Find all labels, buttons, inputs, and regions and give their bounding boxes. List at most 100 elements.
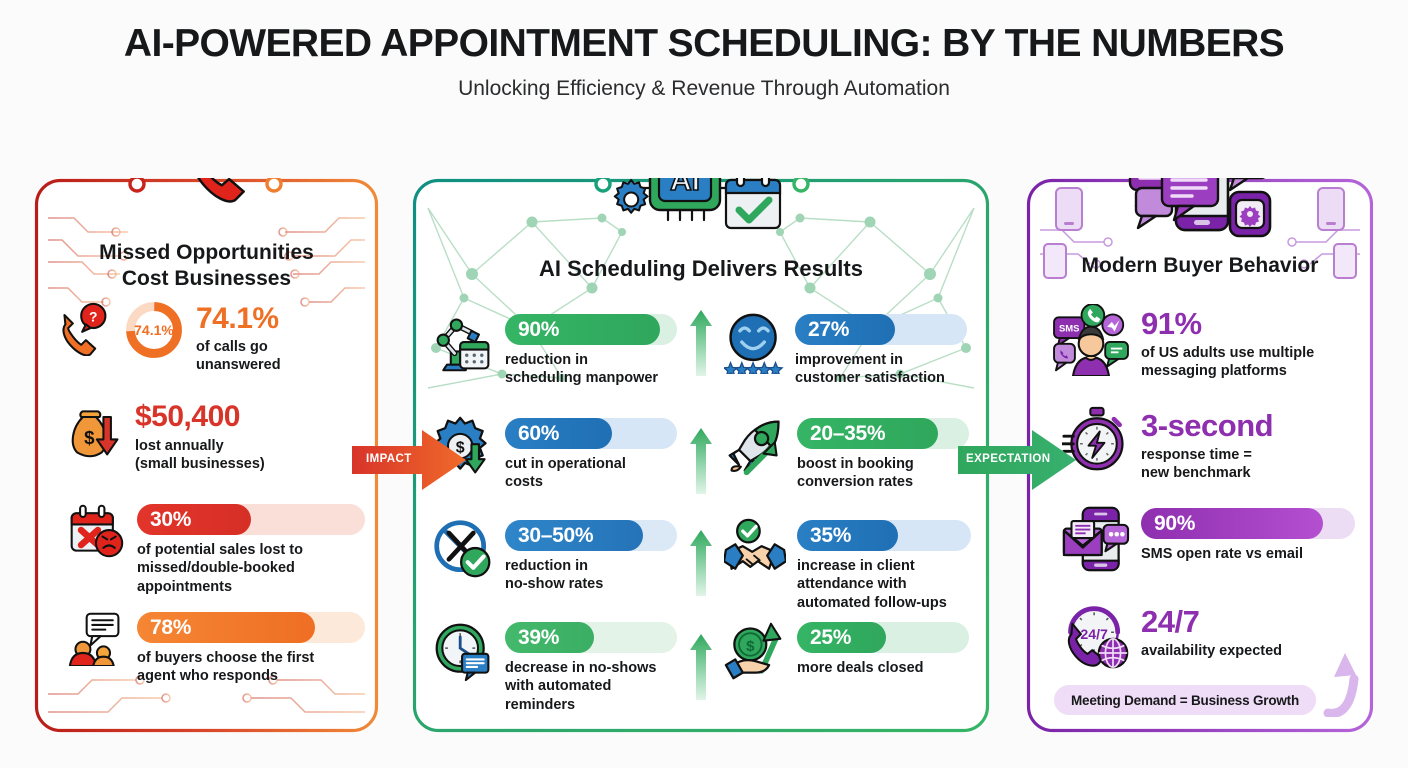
stat-bar: 90%	[1141, 508, 1355, 539]
money-bag-down-arrow-icon: $	[71, 410, 119, 458]
gear-dollar-down-icon: $	[433, 416, 487, 474]
page-subtitle: Unlocking Efficiency & Revenue Through A…	[458, 77, 950, 100]
stat-caption: decrease in no-shows with automated remi…	[505, 660, 657, 713]
stat-value: 20–35%	[797, 418, 939, 449]
stat-row: ? 74.1% 74.1% of calls go unanswered	[56, 302, 361, 375]
sms-email-phone-icon	[1062, 506, 1130, 572]
stat-value: 78%	[137, 612, 315, 643]
stat-text: 30% of potential sales lost to missed/do…	[137, 502, 365, 596]
stat-row: 20–35% boost in booking conversion rates	[724, 416, 974, 492]
stat-text: 39% decrease in no-shows with automated …	[505, 620, 677, 714]
stat-text: 27% improvement in customer satisfaction	[795, 312, 967, 388]
svg-text:SMS: SMS	[1059, 323, 1080, 334]
expectation-connector-arrow: EXPECTATION	[958, 424, 1076, 496]
stat-value: 90%	[505, 314, 660, 345]
stat-caption: boost in booking conversion rates	[797, 456, 914, 491]
panel-modern-buyer-behavior: Modern Buyer Behavior SMS	[1026, 178, 1374, 733]
stat-value: 30%	[137, 504, 251, 535]
stat-caption: reduction in scheduling manpower	[505, 352, 659, 387]
panel-ai-scheduling-results: AI AI Scheduling Delivers Results	[412, 178, 990, 733]
stat-value: 35%	[797, 520, 898, 551]
stat-bar: 25%	[797, 622, 969, 653]
stat-row: 39% decrease in no-shows with automated …	[432, 620, 682, 714]
stopwatch-bolt-icon	[1062, 406, 1124, 471]
ai-chip-gears-calendar-icon: AI	[613, 178, 782, 230]
impact-connector-arrow: IMPACT	[352, 424, 466, 496]
stat-text: 3-second response time = new benchmark	[1141, 406, 1274, 483]
stat-row: $ $50,400 lost annually (small businesse…	[66, 400, 366, 474]
stat-row: 24/7 24/7 availability expected	[1062, 602, 1362, 670]
stat-caption: of US adults use multiple messaging plat…	[1141, 345, 1315, 380]
missed-call-phone-icon	[197, 178, 245, 203]
stat-row: 30% of potential sales lost to missed/do…	[66, 502, 366, 596]
expectation-arrow-icon	[958, 430, 1076, 490]
stat-bar: 20–35%	[797, 418, 969, 449]
svg-text:$: $	[84, 427, 95, 448]
up-arrow-icon	[690, 530, 712, 596]
stat-text: 90% reduction in scheduling manpower	[505, 312, 677, 388]
panel-center-title: AI Scheduling Delivers Results	[539, 256, 863, 281]
messaging-devices-icon	[1128, 178, 1272, 238]
stat-caption: reduction in no-show rates	[505, 558, 604, 593]
stat-text: 35% increase in client attendance with a…	[797, 518, 971, 612]
up-arrow-icon	[690, 310, 712, 376]
expectation-label: EXPECTATION	[966, 453, 1051, 465]
stat-caption: SMS open rate vs email	[1141, 546, 1303, 562]
stat-bar: 35%	[797, 520, 971, 551]
svg-text:?: ?	[89, 309, 98, 325]
stat-text: 78% of buyers choose the first agent who…	[137, 610, 365, 686]
svg-text:24/7: 24/7	[1080, 627, 1108, 643]
stat-text: 25% more deals closed	[797, 620, 969, 677]
stat-value: 74.1%	[196, 302, 279, 335]
clock-reminder-icon	[435, 623, 490, 682]
stat-caption: lost annually (small businesses)	[135, 438, 265, 473]
stat-value: 39%	[505, 622, 595, 653]
stat-text: 24/7 availability expected	[1141, 602, 1282, 660]
stat-text: 90% SMS open rate vs email	[1141, 506, 1355, 563]
stat-row: 90% SMS open rate vs email	[1062, 506, 1362, 572]
stat-row: 27% improvement in customer satisfaction	[724, 312, 974, 388]
page-title: AI-POWERED APPOINTMENT SCHEDULING: BY TH…	[123, 22, 1285, 65]
stat-row: 30–50% reduction in no-show rates	[432, 518, 682, 594]
donut-center-label: 74.1%	[134, 322, 174, 338]
hand-money-up-arrow-icon: $	[724, 622, 782, 680]
stat-value: 25%	[797, 622, 887, 653]
stat-row: $ 25% more deals closed	[724, 620, 974, 682]
stat-row: 35% increase in client attendance with a…	[724, 518, 974, 612]
stat-value: 3-second	[1141, 408, 1274, 443]
panel-right-content: Modern Buyer Behavior SMS	[1026, 178, 1374, 733]
buyer-chat-bubble-icon	[68, 612, 120, 666]
panel-missed-opportunities: Missed Opportunities Cost Businesses ? 7…	[34, 178, 379, 733]
robot-arm-calendar-icon	[436, 318, 490, 372]
phone-question-icon: ?	[62, 302, 107, 356]
stat-row: 90% reduction in scheduling manpower	[432, 312, 682, 388]
handshake-check-icon	[724, 518, 786, 570]
stat-bar: 78%	[137, 612, 365, 643]
stat-caption: availability expected	[1141, 643, 1283, 659]
stat-text: $50,400 lost annually (small businesses)	[135, 400, 265, 474]
stat-bar: 60%	[505, 418, 677, 449]
stat-value: 30–50%	[505, 520, 643, 551]
stat-caption: improvement in customer satisfaction	[795, 352, 945, 387]
stat-bar: 27%	[795, 314, 967, 345]
stat-bar: 39%	[505, 622, 677, 653]
stat-value: 90%	[1141, 508, 1323, 539]
stat-text: 60% cut in operational costs	[505, 416, 677, 492]
growth-curve-arrow-icon	[1323, 653, 1359, 717]
stat-caption: increase in client attendance with autom…	[797, 558, 947, 611]
stat-row: SMS	[1052, 304, 1362, 381]
24-7-support-globe-icon: 24/7	[1067, 606, 1129, 669]
stat-row: 78% of buyers choose the first agent who…	[66, 610, 366, 686]
stat-text: 30–50% reduction in no-show rates	[505, 518, 677, 594]
no-show-check-icon	[434, 520, 491, 578]
panel-right-title: Modern Buyer Behavior	[1081, 254, 1319, 277]
stat-text: 74.1% of calls go unanswered	[196, 302, 281, 375]
stat-bar: 90%	[505, 314, 677, 345]
stat-value: 60%	[505, 418, 612, 449]
panel-center-content: AI Scheduling Delivers Results	[412, 178, 990, 733]
stat-caption: of calls go unanswered	[196, 339, 281, 374]
rocket-growth-icon	[728, 420, 780, 476]
smiley-stars-icon	[724, 313, 784, 374]
svg-text:AI: AI	[670, 178, 700, 197]
